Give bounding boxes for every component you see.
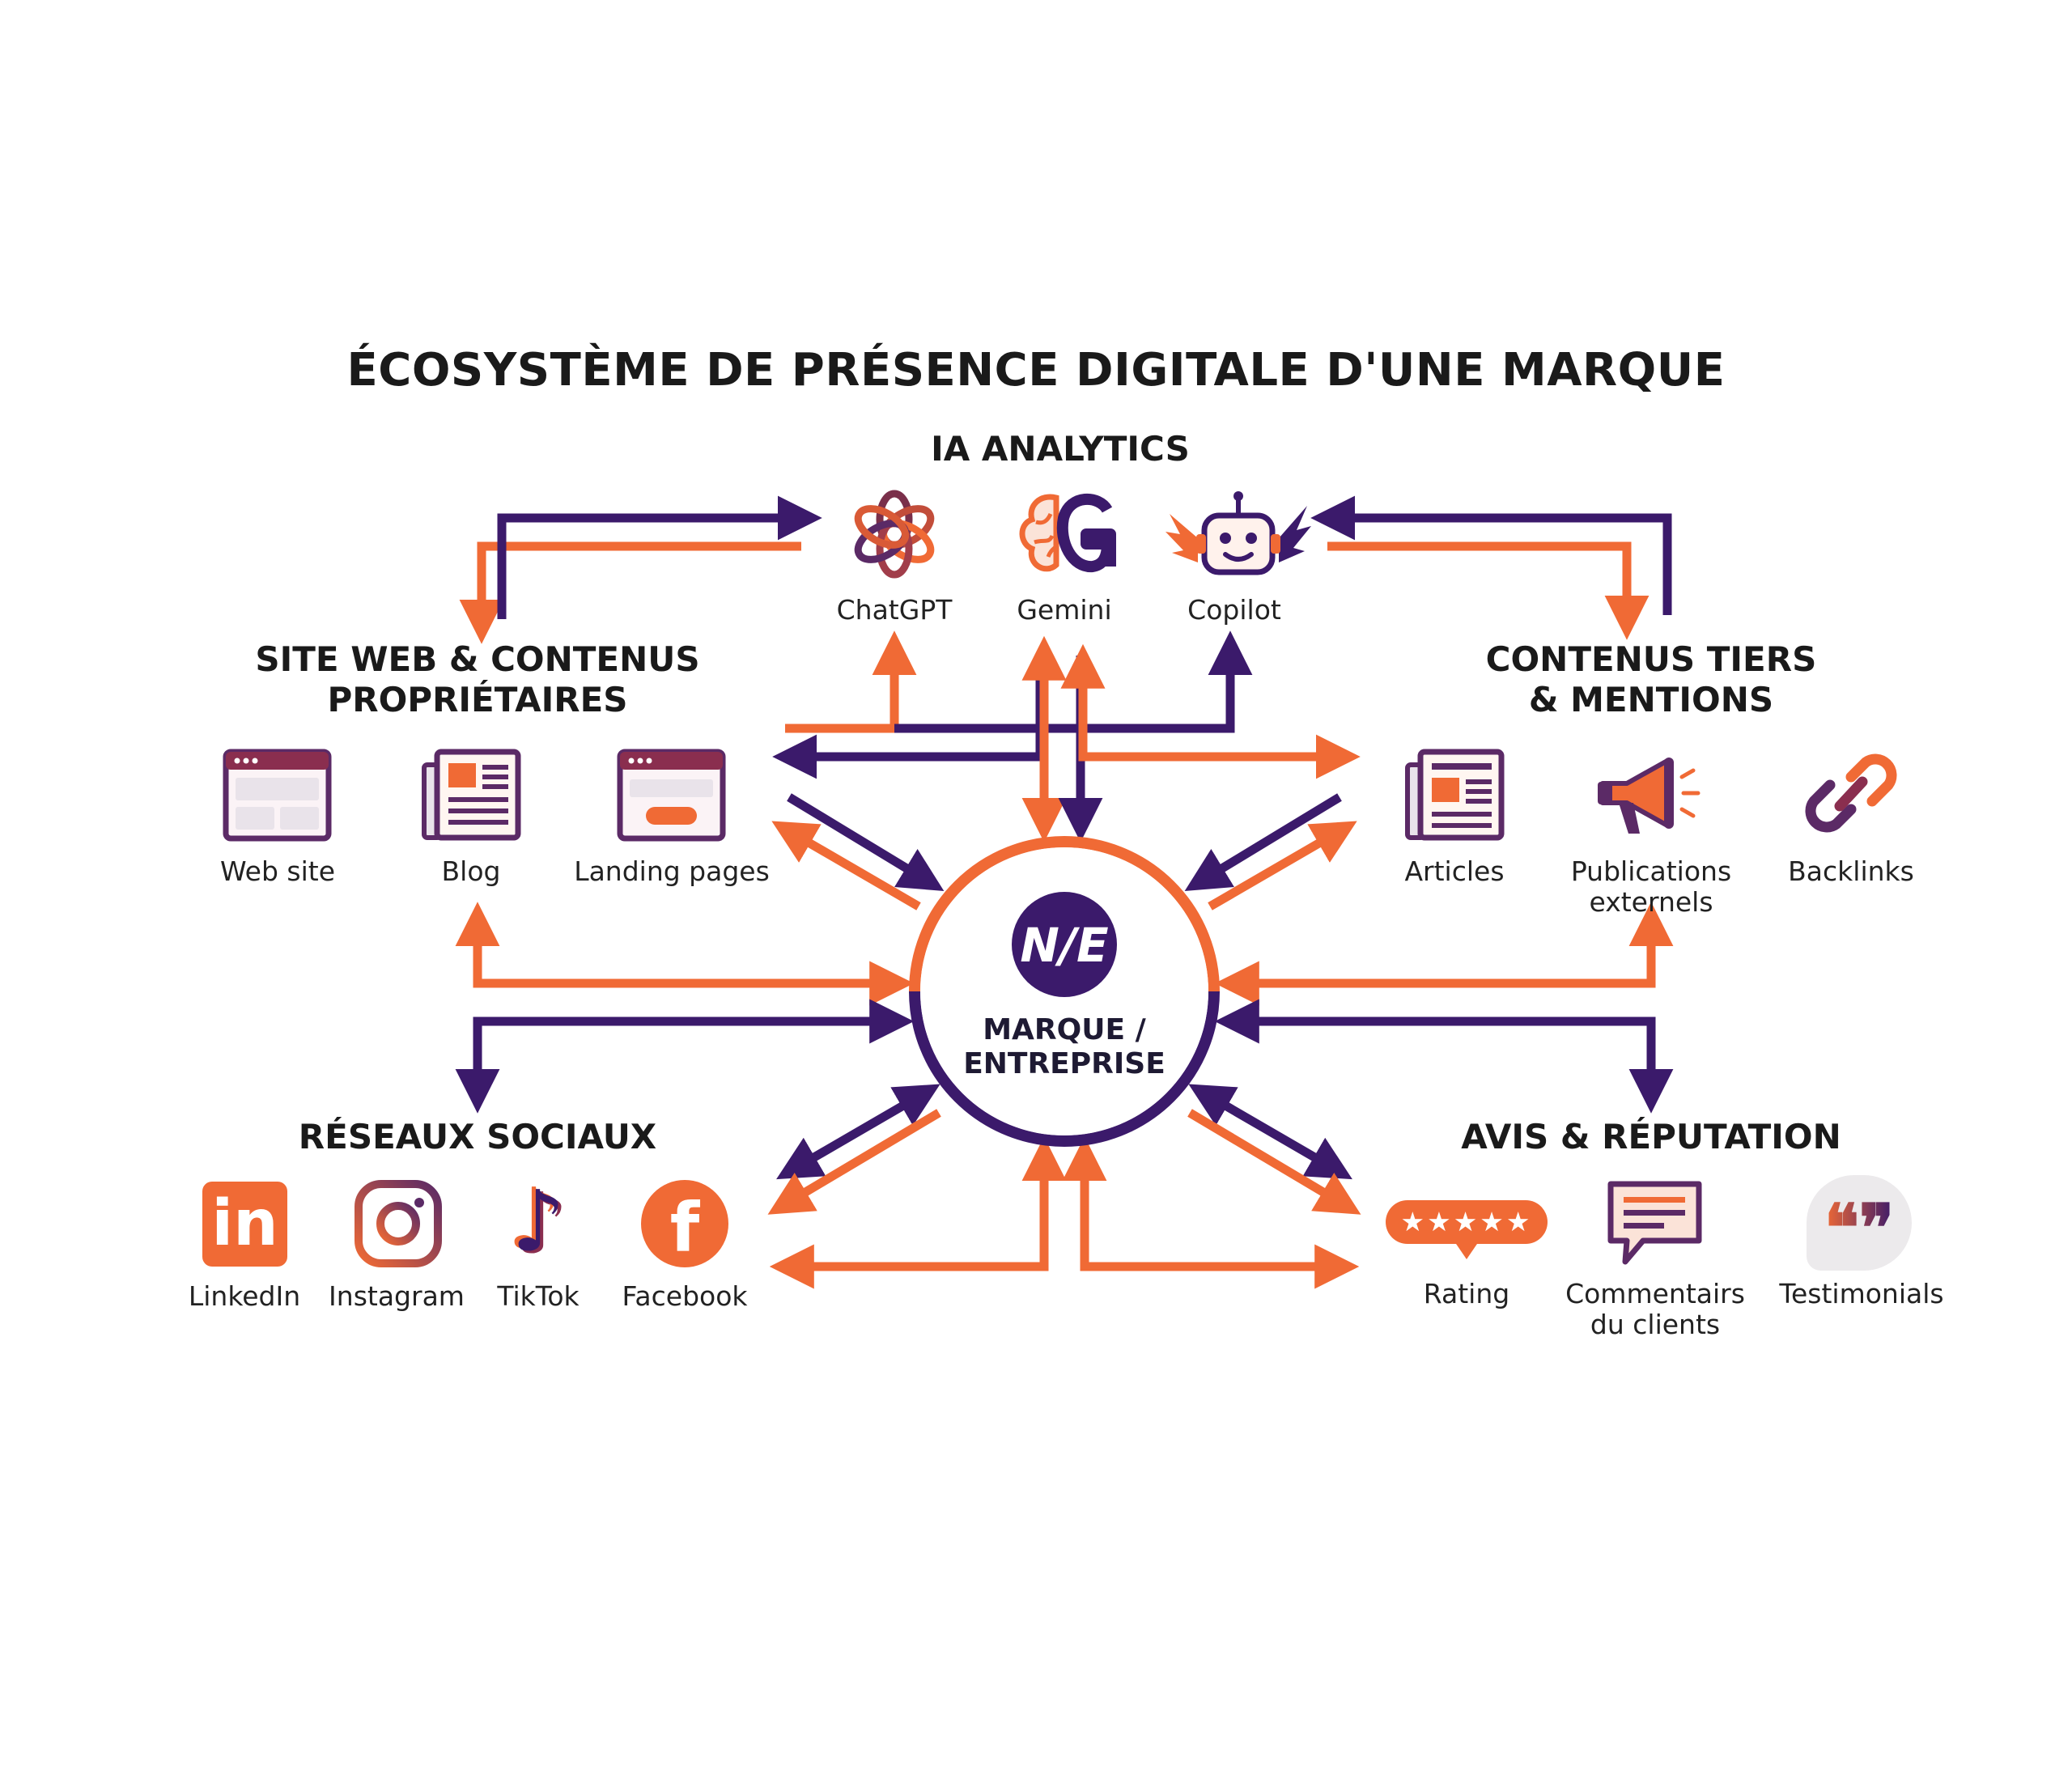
browser-window-icon <box>223 749 332 842</box>
arrow-to-copilot <box>894 630 1253 733</box>
arrow-ia-to-tiers <box>1327 541 1650 640</box>
social-label-facebook: Facebook <box>622 1280 748 1312</box>
ia-label-copilot: Copilot <box>1187 594 1281 626</box>
facebook-glyph: f <box>669 1188 700 1267</box>
section-title-site-web: SITE WEB & CONTENUS PROPRIÉTAIRES <box>219 639 737 720</box>
quote-bubble-icon: ❝❞ <box>1807 1175 1912 1271</box>
section-title-reseaux-sociaux: RÉSEAUX SOCIAUX <box>298 1117 657 1157</box>
ia-label-gemini: Gemini <box>1017 594 1112 626</box>
section-title-ia-analytics: IA ANALYTICS <box>931 429 1190 469</box>
testimonials-quotes: ❝❞ <box>1824 1190 1895 1266</box>
arrow-center-to-avis <box>1214 999 1674 1114</box>
arrow-center-to-tiers-diag <box>1208 821 1357 910</box>
tiktok-icon: ♪ <box>494 1175 583 1268</box>
tiktok-glyph: ♪ <box>511 1172 566 1271</box>
rating-stars: ★★★★★ <box>1400 1206 1533 1237</box>
arrow-center-to-social <box>455 999 915 1114</box>
arrow-center-to-site <box>455 902 915 1006</box>
arrow-site-to-center-diag <box>787 793 945 891</box>
star-rating-icon: ★★★★★ <box>1386 1200 1548 1244</box>
linkedin-icon: in <box>202 1182 287 1267</box>
avis-label-testimonials: Testimonials <box>1779 1278 1944 1309</box>
center-title-line2: ENTREPRISE <box>963 1047 1166 1080</box>
site-label-landing-pages: Landing pages <box>574 855 770 887</box>
facebook-icon: f <box>641 1180 728 1267</box>
arrow-avis-to-center-bottom <box>1062 1136 1360 1289</box>
tiers-label-publications-line2: externels <box>1589 886 1713 918</box>
arrow-center-to-tiers <box>1214 902 1674 1006</box>
instagram-icon <box>355 1180 442 1267</box>
chatgpt-icon <box>854 490 935 579</box>
center-title: MARQUE / ENTREPRISE <box>902 1013 1226 1081</box>
arrow-tiers-to-ia <box>1310 495 1672 615</box>
avis-label-commentairs-line2: du clients <box>1590 1309 1721 1340</box>
arrow-tiers-to-center-diag <box>1184 793 1342 891</box>
arrow-ia-to-site <box>459 541 801 644</box>
arrow-gemini-to-tiers <box>1060 643 1361 779</box>
brand-logo-icon: N/E <box>1012 892 1117 997</box>
linkedin-glyph: in <box>211 1187 278 1260</box>
center-title-line1: MARQUE / <box>983 1013 1146 1046</box>
arrow-center-to-site-diag <box>771 821 921 910</box>
newspaper-icon <box>422 749 521 841</box>
chain-link-icon <box>1805 753 1897 833</box>
section-title-avis-reputation: AVIS & RÉPUTATION <box>1461 1117 1841 1157</box>
comment-bubble-icon <box>1607 1181 1702 1265</box>
social-label-linkedin: LinkedIn <box>188 1280 301 1312</box>
section-title-site-line2: PROPRIÉTAIRES <box>327 680 628 719</box>
megaphone-icon <box>1598 758 1700 834</box>
page-title: ÉCOSYSTÈME DE PRÉSENCE DIGITALE D'UNE MA… <box>346 344 1726 397</box>
avis-label-rating: Rating <box>1423 1278 1510 1309</box>
landing-page-icon <box>617 749 726 842</box>
brand-logo-text: N/E <box>1020 918 1108 973</box>
arrow-center-to-site-purple <box>772 656 1045 779</box>
arrow-social-to-center-bottom <box>769 1136 1067 1289</box>
section-title-site-line1: SITE WEB & CONTENUS <box>255 639 700 679</box>
section-title-tiers-line2: & MENTIONS <box>1528 680 1774 719</box>
section-title-tiers-line1: CONTENUS TIERS <box>1485 639 1817 679</box>
rating-bubble-tail <box>1454 1241 1479 1259</box>
ia-label-chatgpt: ChatGPT <box>836 594 953 626</box>
tiers-label-backlinks: Backlinks <box>1788 855 1914 887</box>
arrow-site-to-ia <box>497 495 822 619</box>
site-label-web-site: Web site <box>219 855 336 887</box>
avis-label-commentairs: Commentairs du clients <box>1554 1279 1756 1340</box>
arrow-to-chatgpt <box>785 630 917 733</box>
avis-label-commentairs-line1: Commentairs <box>1565 1278 1745 1309</box>
tiers-label-articles: Articles <box>1404 855 1505 887</box>
tiers-label-publications-line1: Publications <box>1570 855 1732 887</box>
newspaper-icon <box>1405 749 1505 841</box>
social-label-instagram: Instagram <box>329 1280 465 1312</box>
copilot-robot-icon <box>1166 491 1311 575</box>
site-label-blog: Blog <box>441 855 501 887</box>
tiers-label-publications: Publications externels <box>1554 856 1748 918</box>
gemini-brain-icon <box>1019 494 1116 572</box>
social-label-tiktok: TikTok <box>497 1280 580 1312</box>
section-title-contenus-tiers: CONTENUS TIERS & MENTIONS <box>1408 639 1894 720</box>
